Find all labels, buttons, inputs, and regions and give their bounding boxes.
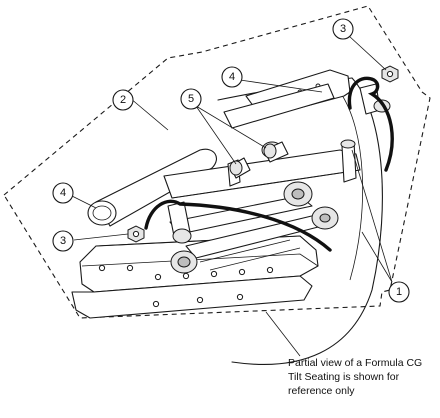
dashed-boundary <box>3 5 431 319</box>
leader-1 <box>351 149 393 283</box>
front-rail-hole <box>126 264 134 272</box>
bolt-5-upper <box>263 141 289 163</box>
seat-pan-arc-inner <box>339 91 364 281</box>
svg-text:3: 3 <box>60 235 66 247</box>
leader-caption <box>265 311 301 357</box>
svg-text:5: 5 <box>188 93 194 105</box>
cross-tube-bore <box>92 205 112 221</box>
bolt-5-lower <box>229 157 251 179</box>
caption-line-1: Partial view of a Formula CG <box>288 357 423 369</box>
svg-text:2: 2 <box>120 94 126 106</box>
leader-3-top <box>348 35 387 71</box>
support-post-cap <box>340 139 356 149</box>
callout-4-top: 4 <box>221 66 243 88</box>
front-rail-top <box>95 235 317 251</box>
callout-4-bottom: 4 <box>52 182 74 204</box>
callout-1: 1 <box>388 281 410 303</box>
svg-text:4: 4 <box>229 71 235 83</box>
callout-2: 2 <box>112 89 134 111</box>
leader-4-top <box>239 79 323 93</box>
lower-rail-hole <box>196 296 204 304</box>
middle-rail <box>163 149 361 199</box>
middle-rail-lip <box>171 169 361 199</box>
front-rail-face <box>81 253 319 267</box>
cross-tube <box>95 148 217 227</box>
svg-text:1: 1 <box>396 286 402 298</box>
svg-text:3: 3 <box>340 23 346 35</box>
lower-rail-hole <box>236 293 244 301</box>
callout-3-top: 3 <box>332 18 354 40</box>
leader-1 <box>361 231 393 283</box>
leader-3-bottom <box>73 233 129 241</box>
upper-tube <box>223 83 335 129</box>
cross-tube-end <box>87 200 117 226</box>
front-rail-hole <box>182 272 190 280</box>
svg-text:4: 4 <box>60 187 66 199</box>
pivot-roller-bore <box>177 256 191 268</box>
leader-2 <box>129 97 169 131</box>
leader-4-bottom <box>71 195 97 209</box>
caption-line-2: Tilt Seating is shown for <box>288 371 400 383</box>
reference-caption: Partial view of a Formula CG Tilt Seatin… <box>288 356 438 398</box>
caption-line-3: reference only <box>288 385 355 397</box>
leader-5 <box>195 105 267 165</box>
cable-bottom <box>144 199 332 252</box>
seat-pan-arc <box>231 77 383 365</box>
pivot-roller-bore <box>291 188 305 200</box>
callout-3-bottom: 3 <box>52 230 74 252</box>
front-rail-hole <box>266 266 274 274</box>
cable-top <box>347 76 394 172</box>
front-rail-hole <box>238 268 246 276</box>
bottom-nut <box>127 225 145 243</box>
linkage-bar <box>199 239 301 271</box>
callout-5: 5 <box>180 88 202 110</box>
front-rail-hole <box>210 270 218 278</box>
lower-rail <box>71 275 313 319</box>
lower-rail-hole <box>152 300 160 308</box>
front-rail-hole <box>98 264 106 272</box>
bottom-cable-clamp <box>167 201 192 244</box>
front-rail-hole <box>154 273 162 281</box>
pivot-roller-bore <box>319 213 331 223</box>
